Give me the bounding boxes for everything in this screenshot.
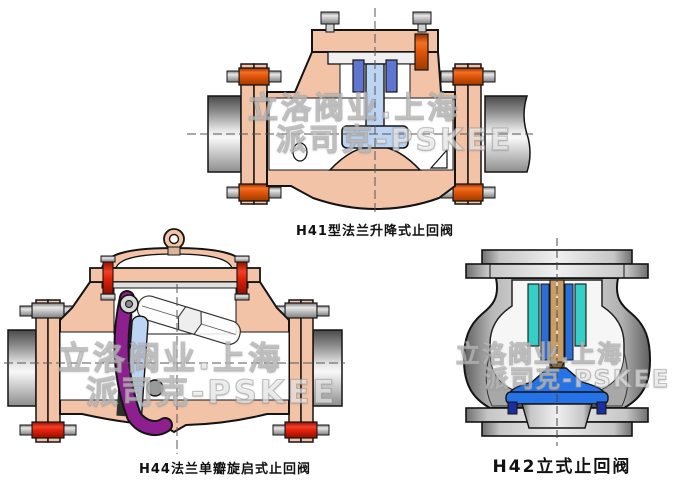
h41-figure bbox=[185, 0, 535, 218]
h41-left-pipe bbox=[207, 95, 242, 173]
h44-swing-arm bbox=[115, 292, 171, 434]
h44-bonnet-dome bbox=[89, 228, 261, 301]
h42-caption: H42立式止回阀 bbox=[492, 457, 632, 477]
h44-centerlines bbox=[4, 284, 345, 454]
h44-red-bolt bbox=[284, 421, 318, 439]
h44-caption: H44法兰单瓣旋启式止回阀 bbox=[139, 462, 311, 477]
h44-right-pipe bbox=[312, 329, 343, 407]
h41-bolt bbox=[238, 67, 270, 86]
h44-disc-closed bbox=[113, 290, 173, 436]
h44-ghost-nut bbox=[177, 306, 202, 335]
h42-guide bbox=[564, 283, 574, 361]
h41-caption: H41型法兰升降式止回阀 bbox=[296, 224, 454, 239]
h44-figure bbox=[2, 228, 347, 460]
h44-left-pipe bbox=[7, 329, 37, 407]
h42-valve-illustration bbox=[462, 238, 652, 446]
h41-bonnet bbox=[311, 11, 439, 99]
h44-valve-illustration bbox=[4, 228, 345, 454]
h41-valve-illustration bbox=[187, 8, 533, 212]
h41-bonnet-bolt-head bbox=[320, 11, 340, 25]
h42-seat-pedestal bbox=[521, 403, 593, 429]
h44-right-flange bbox=[272, 299, 330, 443]
h41-bonnet-bolt-head bbox=[412, 11, 432, 25]
h42-figure bbox=[452, 236, 662, 448]
h41-bolt bbox=[452, 67, 484, 86]
h44-red-bolt bbox=[236, 261, 248, 295]
h42-sleeve bbox=[574, 283, 587, 347]
h42-sleeve bbox=[527, 283, 540, 347]
h44-disc-open-ghost bbox=[136, 295, 241, 346]
h44-left-flange bbox=[19, 299, 77, 443]
h41-bolt bbox=[238, 183, 270, 202]
h41-bolt bbox=[452, 183, 484, 202]
h41-bonnet-bolt bbox=[414, 33, 429, 71]
h44-disc-nut bbox=[146, 379, 164, 397]
h41-centerlines bbox=[187, 8, 533, 212]
h44-bore bbox=[59, 331, 290, 401]
h44-red-bolt bbox=[102, 261, 114, 295]
h41-left-flange bbox=[226, 63, 282, 205]
h44-red-bolt bbox=[31, 421, 65, 439]
h42-guide bbox=[540, 283, 550, 361]
